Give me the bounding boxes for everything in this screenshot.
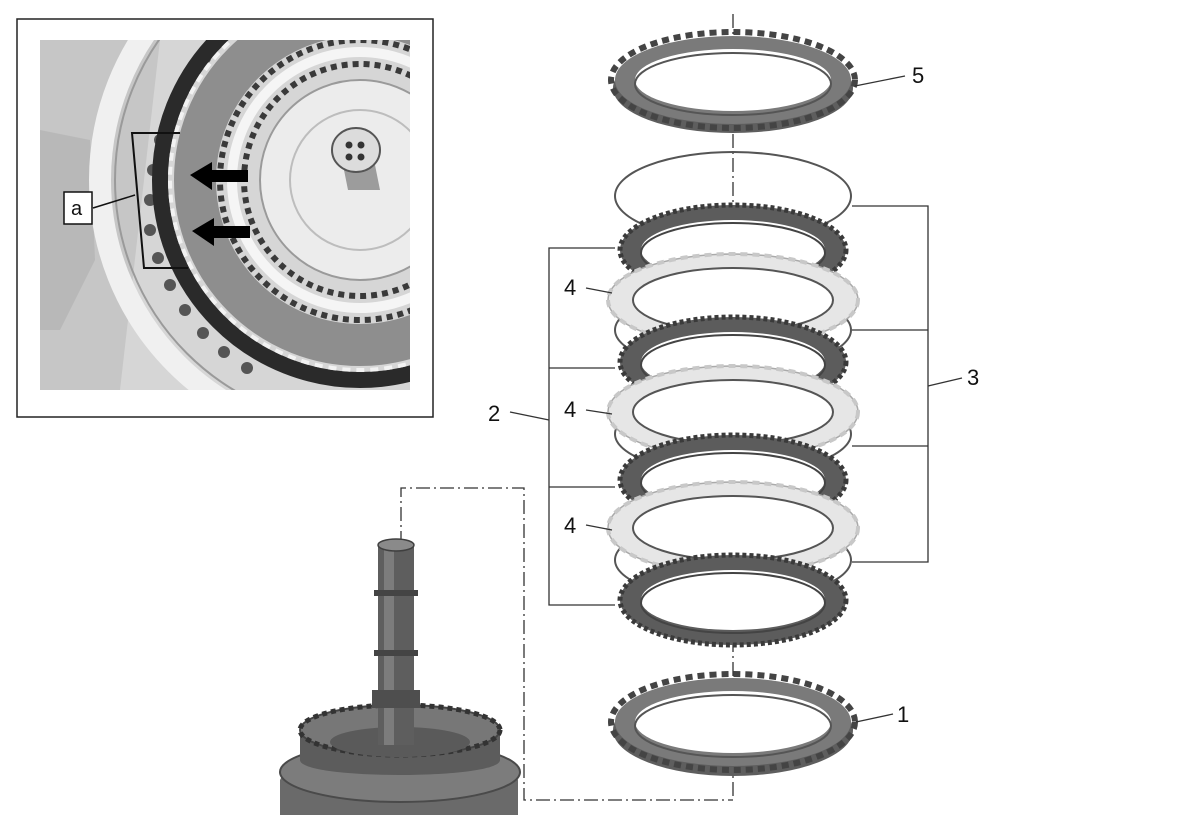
callout-3: 3	[967, 365, 979, 390]
arrow-upper	[190, 162, 248, 190]
callout-4-top: 4	[564, 275, 576, 300]
callout-4-middle: 4	[564, 397, 576, 422]
callout-5: 5	[912, 63, 924, 88]
leader-4c	[585, 524, 613, 531]
inset-photo	[40, 40, 410, 390]
steel-plate-2	[606, 364, 860, 460]
end-plate-top	[608, 29, 858, 133]
leader-4a	[585, 287, 613, 294]
detail-inset: a	[16, 18, 434, 418]
leader-1	[855, 713, 894, 723]
assembly-path-line	[400, 487, 733, 801]
bracket-2	[509, 247, 615, 606]
label-a: a	[71, 198, 83, 220]
arrow-lower	[192, 218, 250, 246]
leader-5	[854, 75, 906, 87]
steel-plate-1	[606, 252, 860, 348]
bracket-3	[852, 205, 963, 563]
callout-1: 1	[897, 702, 909, 727]
steel-plate-3	[606, 480, 860, 576]
callout-2: 2	[488, 401, 500, 426]
friction-disc-4	[617, 552, 849, 648]
leader-4b	[585, 409, 613, 415]
end-plate-bottom	[608, 671, 858, 776]
input-shaft-hub	[279, 538, 521, 815]
leader-lines	[585, 75, 906, 723]
callout-4-bottom: 4	[564, 513, 576, 538]
